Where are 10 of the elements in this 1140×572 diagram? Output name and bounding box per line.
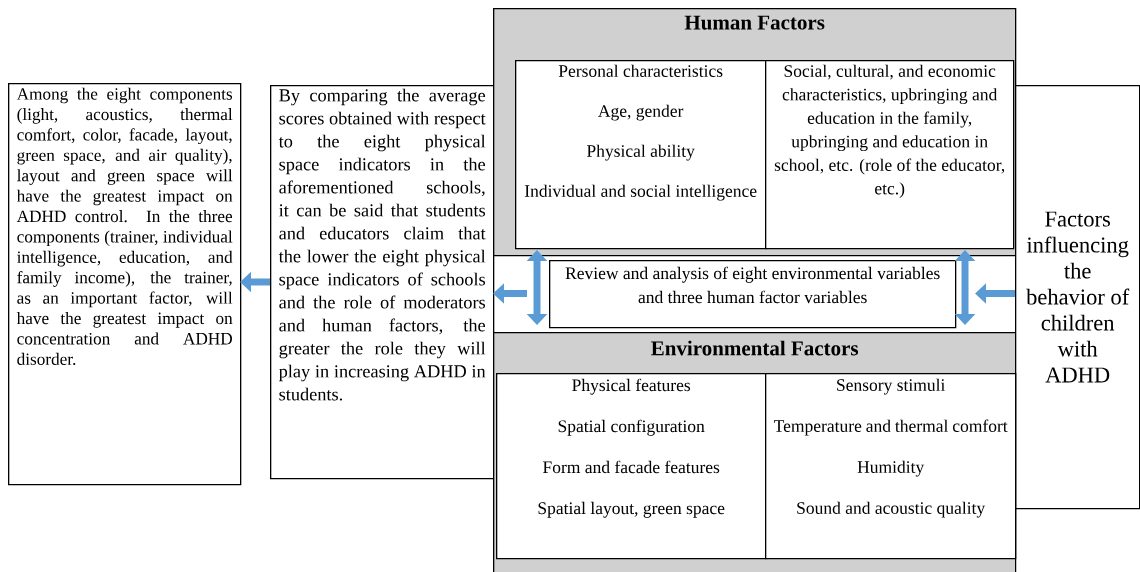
process-box: Review and analysis of eight environmental variables and three human factor variables — [549, 260, 957, 329]
block-arrow — [954, 250, 976, 325]
text-box: By comparing the average scores obtained with respect to the eight physical space indicators in the aforementioned schools, it can be said that students and educators claim that the lower the eight physical space indicators of schools and the role of moderators and human factors, the greater the role they will play in increasing ADHD in students. — [270, 85, 495, 480]
factor-box: Sensory stimuli Temperature and thermal comfort Humidity Sound and acoustic quality — [765, 373, 1017, 560]
text-box: Factors influencing the behavior of children with ADHD — [1015, 85, 1140, 510]
text-box: Among the eight components (light, acoustics, thermal comfort, color, facade, layout, green space, and air quality), layout and green space will have the greatest impact on ADHD control. In the three components (trainer, individual intelligence, education, and family income), the trainer, as an important factor, will have the greatest impact on concentration and ADHD disorder. — [8, 83, 242, 486]
block-arrow — [526, 250, 548, 325]
factor-box: Social, cultural, and economic characteristics, upbringing and education in the family, upbringing and education in school, etc. (role of the educator, etc.) — [765, 60, 1015, 250]
factor-box: Physical features Spatial configuration Form and facade features Spatial layout, green space — [496, 373, 767, 560]
factor-box: Personal characteristics Age, gender Physical ability Individual and social intelligence — [515, 60, 767, 250]
